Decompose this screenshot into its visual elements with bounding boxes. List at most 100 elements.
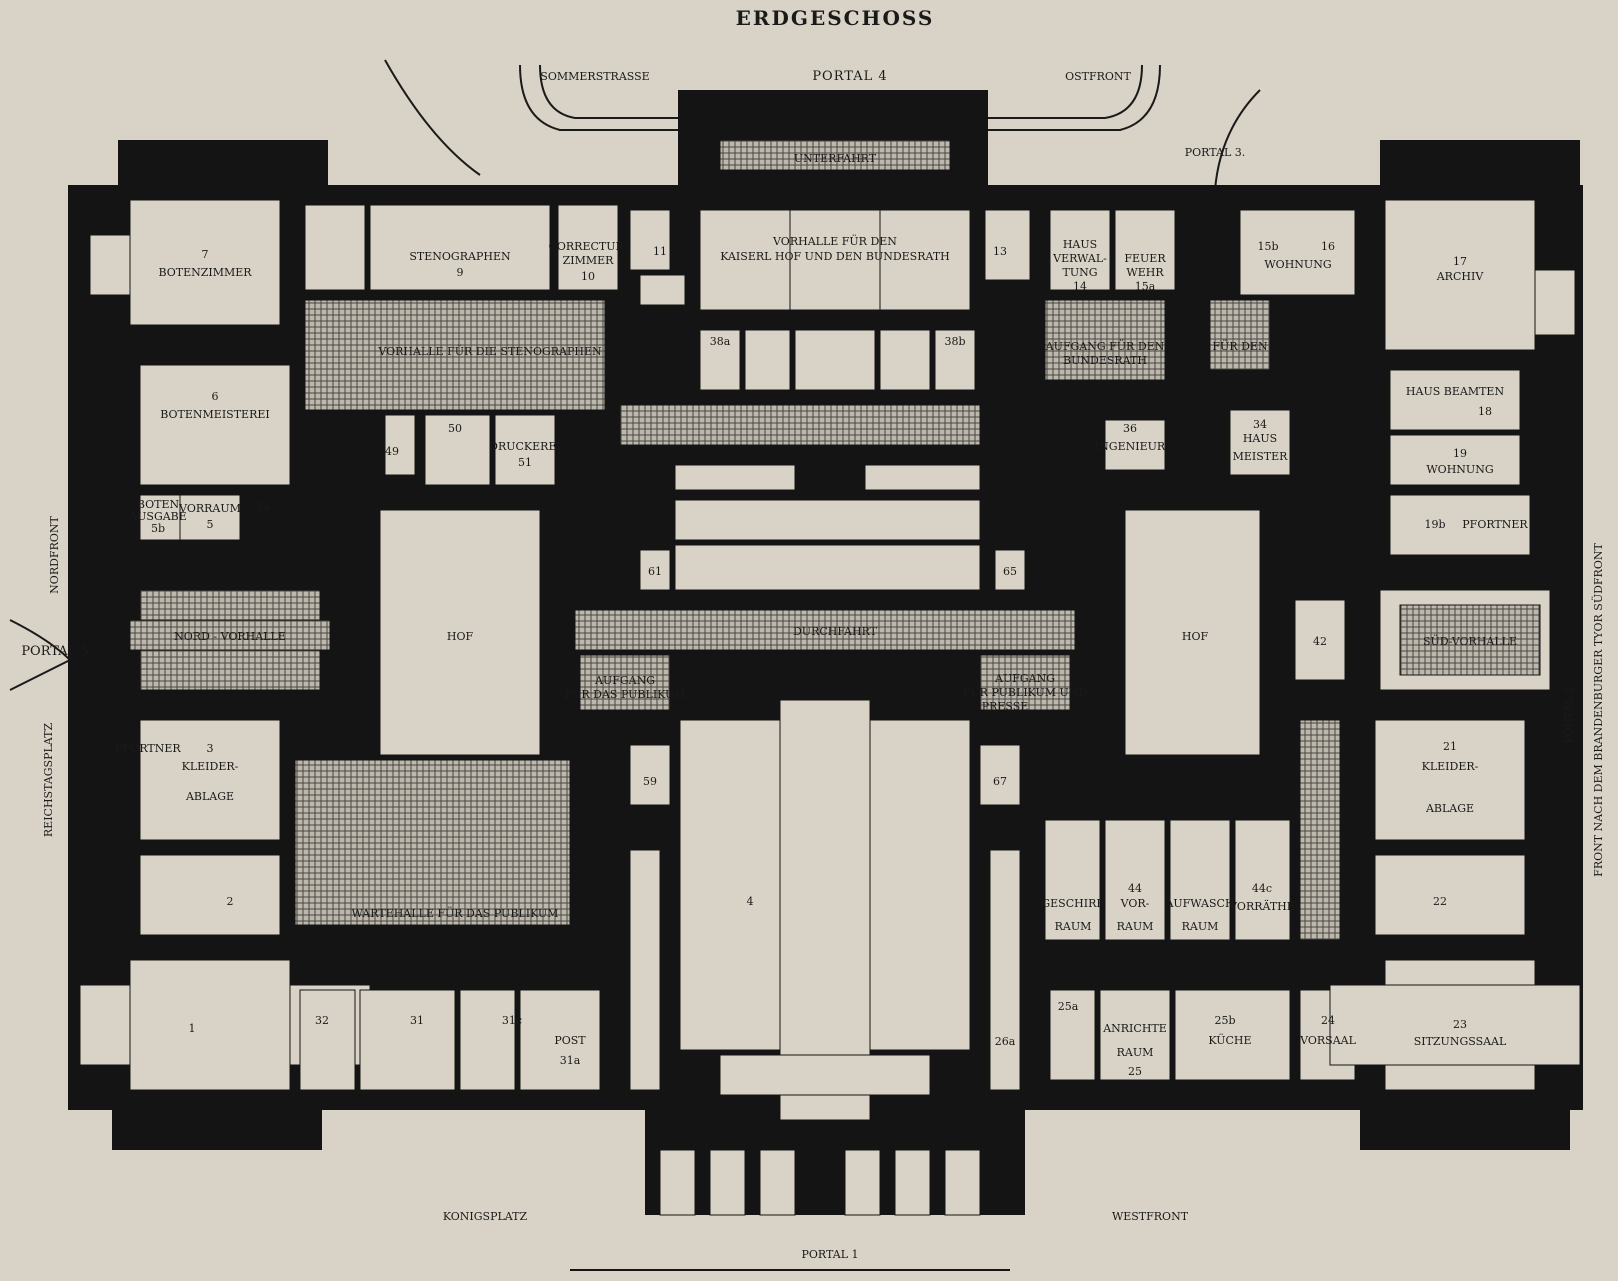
room-boten-ausgabe-2: AUSGABE (128, 510, 187, 523)
room-5b-number: 5b (151, 522, 165, 535)
room-vorsaal: VORSAAL (1299, 1034, 1356, 1047)
room-9-number: 9 (457, 266, 464, 279)
room-aufwasch: AUFWASCH (1164, 897, 1234, 910)
room-7-number: 7 (202, 248, 209, 261)
room-cells (79, 139, 1581, 1216)
room-fur-den: FÜR DEN (1212, 339, 1268, 353)
columns (700, 757, 950, 1045)
label-portal-4: PORTAL 4 (812, 69, 887, 84)
room-aufgang-presse-1: AUFGANG (994, 672, 1055, 685)
room-25-number: 25 (1128, 1065, 1142, 1078)
room-34-number: 34 (1253, 418, 1267, 431)
room-38b-number: 38b (944, 335, 965, 348)
room-51-number: 51 (518, 456, 532, 469)
room-aufgang-bundesrath-1: AUFGANG FÜR DEN (1045, 339, 1165, 353)
room-44c-number: 44c (1252, 882, 1272, 895)
label-sommerstrasse: SOMMERSTRASSE (540, 70, 649, 83)
room-aufgang-publikum-2: FÜR DAS PUBLIKUM (564, 687, 685, 701)
room-pfortner-3: PFÖRTNER (115, 741, 181, 755)
label-ostfront: OSTFRONT (1065, 70, 1131, 83)
room-wartehalle: WARTEHALLE FÜR DAS PUBLIKUM (352, 906, 559, 920)
room-19b-number: 19b (1424, 518, 1445, 531)
room-4-number: 4 (747, 895, 754, 908)
room-kleider-21: KLEIDER- (1422, 760, 1479, 773)
room-zimmer: ZIMMER (563, 254, 615, 267)
room-15a-number: 15a (1135, 280, 1156, 293)
room-67-number: 67 (993, 775, 1007, 788)
room-25a-number: 25a (1058, 1000, 1079, 1013)
room-stenographen: STENOGRAPHEN (409, 250, 511, 263)
room-38a-number: 38a (710, 335, 731, 348)
room-aufgang-bundesrath-2: BUNDESRATH (1063, 354, 1147, 367)
room-14-number: 14 (1073, 280, 1087, 293)
room-archiv: ARCHIV (1436, 270, 1485, 283)
room-haus-beamten: HAUS BEAMTEN (1406, 385, 1505, 398)
room-10-number: 10 (581, 270, 595, 283)
room-32-number: 32 (315, 1014, 329, 1027)
room-31c-number: 31c (502, 1014, 522, 1027)
room-feuer: FEUER (1124, 252, 1166, 265)
label-reichstagsplatz: REICHSTAGSPLATZ (42, 723, 55, 838)
room-geschirr-raum: RAUM (1055, 920, 1092, 933)
label-konigsplatz: KONIGSPLATZ (443, 1210, 528, 1223)
room-aufwasch-raum: RAUM (1182, 920, 1219, 933)
label-nordfront: NORDFRONT (48, 516, 61, 594)
room-wohnung-19: WOHNUNG (1426, 463, 1493, 476)
room-26a-number: 26a (995, 1035, 1016, 1048)
room-vorhalle-steno: VORHALLE FÜR DIE STENOGRAPHEN (377, 344, 602, 358)
room-post: POST (554, 1034, 586, 1047)
room-vor: VOR- (1120, 897, 1150, 910)
room-21-number: 21 (1443, 740, 1457, 753)
room-5-number: 5 (207, 518, 214, 531)
room-3-number: 3 (207, 742, 214, 755)
room-15b-number: 15b (1257, 240, 1278, 253)
room-correctur: CORRECTUR- (548, 240, 627, 253)
room-24-number: 24 (1321, 1014, 1335, 1027)
label-portal-5: PORTAL 5 (21, 644, 88, 659)
room-44-number: 44 (1128, 882, 1142, 895)
room-verwal: VERWAL- (1052, 252, 1107, 265)
room-11-number: 11 (653, 245, 667, 258)
room-ingenieur: INGENIEUR (1095, 440, 1166, 453)
room-boten-ausgabe-1: BOTEN (137, 498, 180, 511)
room-kleider: KLEIDER- (182, 760, 239, 773)
room-haus: HAUS (1063, 238, 1097, 251)
room-durchfahrt: DURCHFAHRT (793, 625, 878, 638)
room-17-number: 17 (1453, 255, 1467, 268)
room-vorrathe: VORRÄTHE (1228, 899, 1295, 913)
label-portal-1: PORTAL 1 (802, 1248, 859, 1261)
room-19-number: 19 (1453, 447, 1467, 460)
room-vorhalle-kaiser-2: KAISERL HOF UND DEN BUNDESRATH (720, 250, 950, 263)
room-18-number: 18 (1478, 405, 1492, 418)
room-25b-number: 25b (1214, 1014, 1235, 1027)
room-nord-vorhalle: NORD - VORHALLE (174, 630, 286, 643)
room-tung: TUNG (1062, 266, 1097, 279)
room-50-number: 50 (448, 422, 462, 435)
room-6-number: 6 (212, 390, 219, 403)
room-13-number: 13 (993, 245, 1007, 258)
room-aufgang-presse-2: FÜR PUBLIKUM UND (963, 685, 1088, 699)
room-hof-left: HOF (447, 630, 474, 643)
plan-title: ERDGESCHOSS (736, 6, 935, 30)
room-hausmeister-1: HAUS (1243, 432, 1277, 445)
room-5a-number: 5a (256, 500, 270, 513)
room-wehr: WEHR (1126, 266, 1164, 279)
room-hof-right: HOF (1182, 630, 1209, 643)
room-hausmeister-2: MEISTER (1233, 450, 1289, 463)
room-sud-vorhalle: SÜD-VORHALLE (1423, 634, 1517, 648)
room-31-number: 31 (410, 1014, 424, 1027)
room-aufgang-presse-3: PRESSE (982, 700, 1029, 713)
room-2-number: 2 (227, 895, 234, 908)
room-vor-raum: RAUM (1117, 920, 1154, 933)
room-pfortner-19: PFORTNER (1462, 518, 1528, 531)
room-kuche: KÜCHE (1208, 1033, 1251, 1047)
room-botenzimmer: BOTENZIMMER (158, 266, 252, 279)
room-anrichte-raum: RAUM (1117, 1046, 1154, 1059)
room-botenmeisterei: BOTENMEISTEREI (160, 408, 270, 421)
room-1-number: 1 (189, 1022, 196, 1035)
room-aufgang-publikum-1: AUFGANG (594, 674, 655, 687)
room-36-number: 36 (1123, 422, 1137, 435)
room-vorraum: VORRAUM (178, 502, 241, 515)
plan-labels: ERDGESCHOSS SOMMERSTRASSE PORTAL 4 OSTFR… (21, 6, 1605, 1261)
